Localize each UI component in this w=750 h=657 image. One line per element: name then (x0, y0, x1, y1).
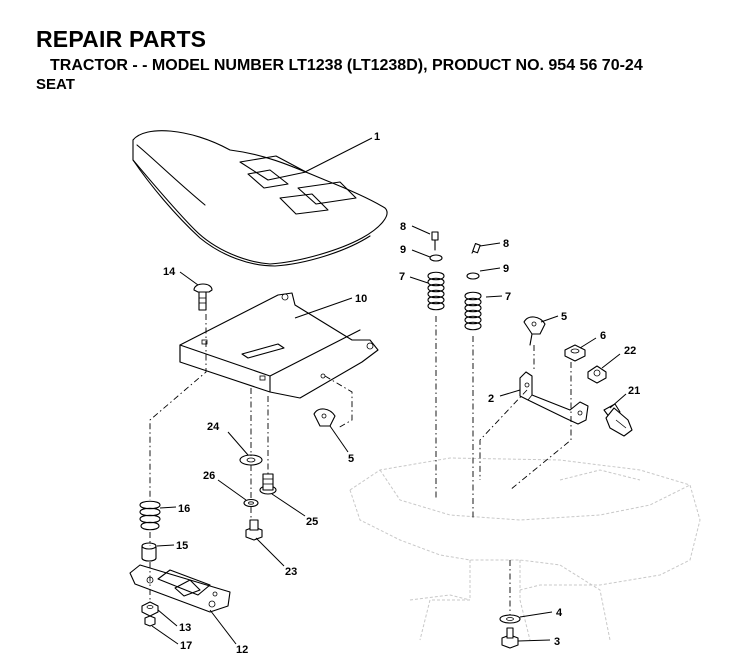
callout-leaders (151, 137, 627, 645)
callout-13: 13 (179, 622, 191, 634)
callout-7-right: 7 (505, 291, 511, 303)
callout-5-lower: 5 (348, 453, 354, 465)
callout-9-right: 9 (503, 263, 509, 275)
hex-bolt-23 (245, 519, 263, 541)
callout-14: 14 (163, 266, 176, 278)
callout-21: 21 (628, 385, 640, 397)
tractor-frame-outline (349, 457, 701, 641)
hex-nut (564, 344, 586, 362)
callout-26: 26 (203, 470, 215, 482)
callout-10: 10 (355, 293, 367, 305)
hex-bolt-17 (144, 615, 156, 627)
seat-pan (179, 292, 379, 399)
lock-nut (587, 365, 607, 384)
seat-slide-plate (129, 564, 231, 613)
callout-25: 25 (306, 516, 318, 528)
assembly-centerlines (149, 314, 572, 615)
model-subtitle: TRACTOR - - MODEL NUMBER LT1238 (LT1238D… (50, 57, 643, 74)
section-title: SEAT (36, 76, 75, 93)
callout-17: 17 (180, 640, 192, 652)
spring-assembly-right (464, 243, 482, 331)
flat-washer-4 (499, 614, 521, 624)
callout-22: 22 (624, 345, 636, 357)
callout-2: 2 (488, 393, 494, 405)
seat-spring-16 (139, 500, 161, 531)
callout-15: 15 (176, 540, 188, 552)
callout-8-right: 8 (503, 238, 509, 250)
seat-cushion (132, 130, 388, 267)
callout-9-left: 9 (400, 244, 406, 256)
flat-washer-26 (243, 498, 259, 508)
callout-12: 12 (236, 644, 248, 656)
knob-clip-upper (523, 316, 546, 346)
callout-5-upper: 5 (561, 311, 567, 323)
callout-8-left: 8 (400, 221, 406, 233)
callout-4: 4 (556, 607, 563, 619)
callout-7-left: 7 (399, 271, 405, 283)
callout-23: 23 (285, 566, 297, 578)
shoulder-bolt-25 (259, 473, 277, 495)
page-header: REPAIR PARTS TRACTOR - - MODEL NUMBER LT… (36, 26, 736, 94)
callout-labels: 1 10 14 8 9 7 8 9 7 5 6 22 2 21 5 24 26 … (163, 131, 640, 656)
hex-bolt-3 (501, 627, 519, 649)
shoulder-bolt (603, 403, 633, 437)
callout-3: 3 (554, 636, 560, 648)
spacer-15 (141, 542, 157, 562)
flat-washer-24 (239, 454, 263, 466)
page-title: REPAIR PARTS (36, 26, 207, 52)
callout-6: 6 (600, 330, 606, 342)
callout-1: 1 (374, 131, 380, 143)
callout-24: 24 (207, 421, 220, 433)
hex-nut-13 (141, 601, 159, 617)
knob-clip-lower (313, 408, 336, 427)
spring-assembly-left (427, 231, 445, 311)
callout-16: 16 (178, 503, 190, 515)
seat-bracket (519, 371, 589, 425)
carriage-bolt (193, 283, 213, 311)
